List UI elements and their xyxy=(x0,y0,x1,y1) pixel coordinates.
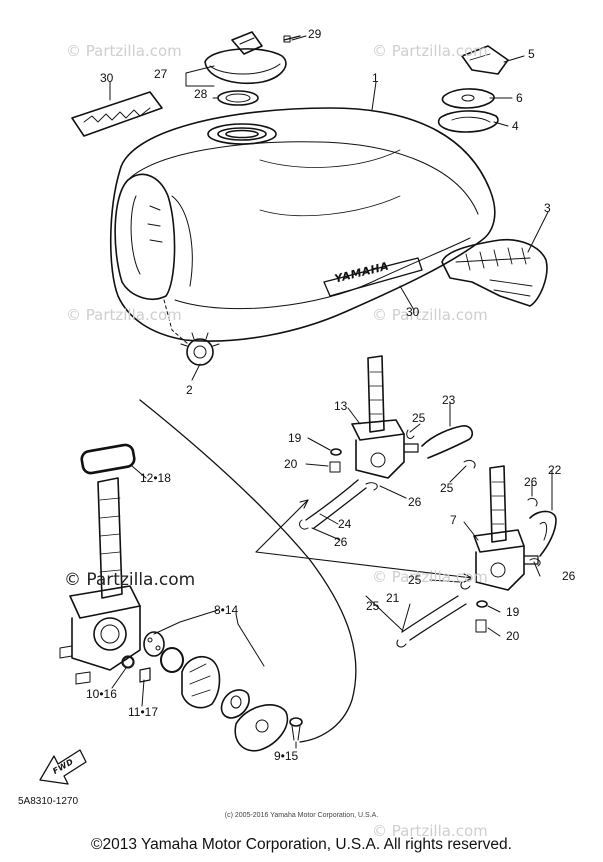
callout-26-b: 26 xyxy=(334,535,348,549)
tank-emblem-plate xyxy=(323,257,423,297)
hose-clips xyxy=(299,429,541,648)
callout-26-d: 26 xyxy=(562,569,576,583)
tank-damper xyxy=(180,332,220,366)
callout-25-a: 25 xyxy=(412,411,426,425)
callout-27: 27 xyxy=(154,67,168,81)
callout-12-18: 12•18 xyxy=(140,471,171,485)
screws-right xyxy=(475,600,488,633)
watermark-1: © Partzilla.com xyxy=(66,42,182,60)
callout-28: 28 xyxy=(194,87,208,101)
fuel-hose-22 xyxy=(529,510,557,557)
callout-11-17: 11•17 xyxy=(128,705,159,719)
fuel-hose-24 xyxy=(305,479,367,529)
fuel-hose-23 xyxy=(421,425,474,459)
diagram-code: 5A8310-1270 xyxy=(18,796,79,807)
fuel-cock-enlarged xyxy=(59,477,141,685)
callout-25-b: 25 xyxy=(440,481,454,495)
callout-30-emblem: 30 xyxy=(406,305,420,319)
callout-20-b: 20 xyxy=(506,629,520,643)
watermark-dark: © Partzilla.com xyxy=(64,570,196,590)
callout-2: 2 xyxy=(186,383,193,397)
callout-29: 29 xyxy=(308,27,322,41)
callout-25-c: 25 xyxy=(408,573,422,587)
callout-1: 1 xyxy=(372,71,379,85)
callout-4: 4 xyxy=(512,119,519,133)
callout-9-15: 9•15 xyxy=(274,749,299,763)
fuel-hose-21 xyxy=(401,595,467,641)
enlargement-outline xyxy=(139,399,473,743)
callout-5: 5 xyxy=(528,47,535,61)
fuel-cap-assembly xyxy=(204,31,301,106)
tank-pad-strip xyxy=(71,91,163,137)
callout-19-b: 19 xyxy=(506,605,520,619)
watermark-4: © Partzilla.com xyxy=(372,306,488,324)
fuel-cock-center xyxy=(351,355,419,479)
callout-24: 24 xyxy=(338,517,352,531)
watermark-3: © Partzilla.com xyxy=(66,306,182,324)
callout-3: 3 xyxy=(544,201,551,215)
fuel-tank xyxy=(109,107,496,342)
screw-9-15 xyxy=(289,717,303,741)
callout-13: 13 xyxy=(334,399,348,413)
callout-7: 7 xyxy=(450,513,457,527)
callout-30-top: 30 xyxy=(100,71,114,85)
callout-22: 22 xyxy=(548,463,562,477)
callout-21: 21 xyxy=(386,591,400,605)
fuel-cock-lever-parts xyxy=(143,631,289,752)
small-copyright: (c) 2005-2016 Yamaha Motor Corporation, … xyxy=(224,812,379,819)
watermark-5: © Partzilla.com xyxy=(372,568,488,586)
main-copyright: ©2013 Yamaha Motor Corporation, U.S.A. A… xyxy=(91,836,512,853)
rear-tank-pad xyxy=(441,238,548,307)
fwd-arrow xyxy=(39,749,87,785)
callout-6: 6 xyxy=(516,91,523,105)
cock-gasket-12-18 xyxy=(80,443,136,475)
leader-lines xyxy=(109,35,553,749)
small-seal-parts xyxy=(121,655,151,683)
callout-26-c: 26 xyxy=(524,475,538,489)
callout-19-a: 19 xyxy=(288,431,302,445)
callout-26-a: 26 xyxy=(408,495,422,509)
callout-20-a: 20 xyxy=(284,457,298,471)
callout-25-d: 25 xyxy=(366,599,380,613)
callout-23: 23 xyxy=(442,393,456,407)
callout-10-16: 10•16 xyxy=(86,687,117,701)
screws-center xyxy=(329,448,342,473)
watermark-6: © Partzilla.com xyxy=(372,822,488,840)
callout-8-14: 8•14 xyxy=(214,603,239,617)
watermark-2: © Partzilla.com xyxy=(372,42,488,60)
bracket-parts xyxy=(437,45,509,133)
fuel-cock-right xyxy=(473,465,539,591)
